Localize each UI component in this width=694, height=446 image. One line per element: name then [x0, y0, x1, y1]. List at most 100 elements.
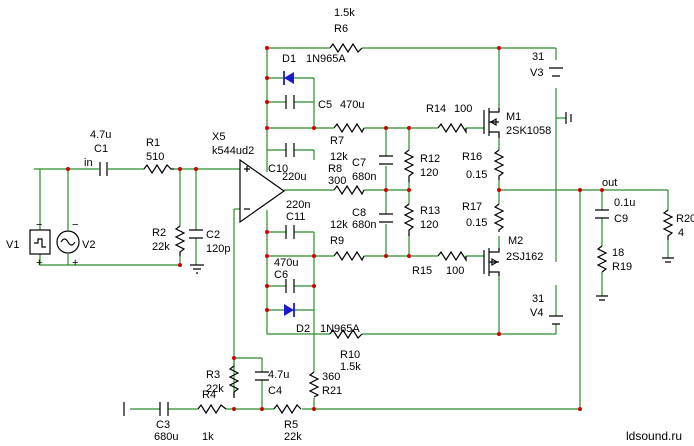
- v3-ref: V3: [530, 67, 543, 79]
- capacitor-c3[interactable]: [159, 402, 169, 416]
- r20-ref: R20: [676, 213, 694, 225]
- mosfet-m1[interactable]: [483, 108, 500, 138]
- c1-value: 4.7u: [90, 129, 111, 141]
- r19-ref: R19: [612, 261, 632, 273]
- x5-ref: X5: [212, 131, 225, 143]
- source-v3[interactable]: [549, 67, 572, 124]
- r6-value: 1.5k: [334, 7, 355, 19]
- resistor-r15[interactable]: [437, 250, 467, 263]
- capacitor-c9[interactable]: [595, 209, 609, 219]
- ground-symbols: [123, 257, 674, 416]
- resistor-r17[interactable]: [493, 203, 505, 232]
- r12-ref: R12: [420, 153, 440, 165]
- source-v2[interactable]: − +: [56, 219, 80, 269]
- r7-ref: R7: [330, 135, 344, 147]
- resistor-r12[interactable]: [403, 149, 415, 182]
- r20-value: 4: [678, 227, 684, 239]
- resistor-r6[interactable]: [329, 42, 363, 54]
- capacitor-c2[interactable]: [189, 229, 203, 239]
- r9-ref: R9: [330, 235, 344, 247]
- c1-ref: C1: [94, 143, 108, 155]
- resistor-r4[interactable]: [197, 403, 227, 415]
- r5-ref: R5: [284, 419, 298, 431]
- resistor-r10[interactable]: [329, 328, 363, 340]
- resistor-r7[interactable]: [333, 122, 365, 134]
- diode-d1[interactable]: [283, 71, 294, 85]
- source-v1[interactable]: − +: [29, 219, 51, 269]
- r14-value: 100: [454, 103, 472, 115]
- r15-value: 100: [446, 265, 464, 277]
- r16-ref: R16: [462, 151, 482, 163]
- d2-ref: D2: [296, 323, 310, 335]
- resistor-r3[interactable]: [228, 365, 240, 398]
- resistor-r9[interactable]: [333, 250, 365, 262]
- d2-value: 1N965A: [320, 323, 360, 335]
- r17-ref: R17: [462, 201, 482, 213]
- r10-ref: R10: [340, 349, 360, 361]
- c7-value: 680n: [352, 171, 376, 183]
- capacitor-c1[interactable]: [96, 162, 111, 176]
- r17-value: 0.15: [466, 217, 487, 229]
- c10-ref: C10: [268, 163, 288, 175]
- m2-value: 2SJ162: [506, 251, 543, 263]
- resistor-r1[interactable]: [143, 163, 174, 175]
- x5-value: k544ud2: [212, 145, 254, 157]
- resistor-r19[interactable]: [596, 245, 608, 273]
- net-in: in: [84, 157, 93, 169]
- r5-value: 22k: [284, 431, 302, 443]
- c11-ref: C11: [286, 211, 305, 223]
- r13-ref: R13: [420, 205, 440, 217]
- d1-ref: D1: [282, 53, 296, 65]
- r15-ref: R15: [412, 265, 432, 277]
- r8-ref: R8: [328, 163, 342, 175]
- r4-value: 1k: [202, 431, 214, 443]
- capacitor-c7[interactable]: [379, 155, 393, 165]
- m2-ref: M2: [508, 235, 523, 247]
- capacitor-c8[interactable]: [379, 213, 393, 223]
- m1-value: 2SK1058: [506, 125, 551, 137]
- resistor-r8[interactable]: [333, 184, 365, 196]
- resistor-r16[interactable]: [493, 149, 505, 180]
- r19-value: 18: [612, 247, 624, 259]
- diode-d2[interactable]: [284, 303, 295, 317]
- svg-text:+: +: [36, 257, 42, 269]
- v1-ref: V1: [6, 239, 19, 251]
- c4-value: 4.7u: [268, 369, 289, 381]
- c6-ref: C6: [274, 269, 288, 281]
- capacitor-c6[interactable]: [285, 279, 295, 293]
- resistor-r21[interactable]: [308, 371, 320, 398]
- net-out: out: [602, 177, 617, 189]
- resistor-r5[interactable]: [273, 403, 302, 415]
- c8-ref: C8: [352, 207, 366, 219]
- watermark: ldsound.ru: [626, 429, 682, 443]
- m1-ref: M1: [506, 111, 521, 123]
- junctions: [66, 46, 604, 411]
- capacitor-c4[interactable]: [255, 371, 269, 381]
- source-v4[interactable]: [549, 315, 563, 325]
- resistor-r14[interactable]: [437, 122, 467, 135]
- capacitor-c5[interactable]: [285, 95, 295, 109]
- r3-ref: R3: [206, 369, 220, 381]
- capacitor-c11[interactable]: [285, 225, 295, 239]
- c9-value: 0.1u: [614, 197, 635, 209]
- r21-ref: R21: [322, 385, 342, 397]
- r2-ref: R2: [152, 227, 166, 239]
- resistor-r2[interactable]: [174, 225, 186, 256]
- capacitor-c10[interactable]: [285, 143, 295, 157]
- c3-value: 680u: [154, 431, 178, 443]
- r6-ref: R6: [334, 23, 348, 35]
- mosfet-m2[interactable]: [483, 248, 500, 276]
- resistor-r20[interactable]: [662, 209, 674, 240]
- r21-value: 360: [322, 371, 340, 383]
- c4-ref: C4: [268, 385, 282, 397]
- c5-value: 470u: [340, 99, 364, 111]
- v2-ref: V2: [82, 239, 95, 251]
- opamp-x5[interactable]: [239, 158, 286, 224]
- v4-value: 31: [532, 293, 544, 305]
- svg-text:+: +: [72, 257, 78, 269]
- c8-value: 680n: [352, 219, 376, 231]
- c10-value: 220u: [282, 171, 306, 183]
- resistor-r13[interactable]: [403, 203, 415, 236]
- d1-value: 1N965A: [306, 53, 346, 65]
